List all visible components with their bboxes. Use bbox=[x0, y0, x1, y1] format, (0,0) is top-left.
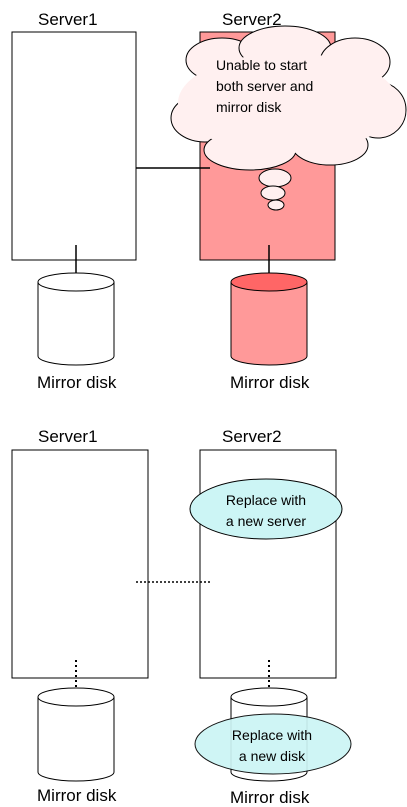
top-server1-mirror-disk-icon bbox=[37, 272, 115, 366]
replace-disk-ellipse bbox=[194, 713, 352, 775]
bottom-server2-disk-label: Mirror disk bbox=[230, 788, 310, 807]
top-server1-box bbox=[11, 31, 137, 261]
thought-bubble-small bbox=[267, 199, 285, 211]
replace-disk-line-1: Replace with bbox=[232, 727, 312, 743]
top-server2-mirror-disk-icon-failed bbox=[230, 272, 308, 366]
cloud-line-1: Unable to start bbox=[216, 57, 307, 73]
bottom-scenario: Server1 Server2 Replace with a new serve… bbox=[11, 427, 352, 807]
bottom-server1-mirror-disk-icon bbox=[37, 687, 115, 782]
top-server2-label: Server2 bbox=[222, 10, 282, 29]
thought-cloud: Unable to start both server and mirror d… bbox=[170, 25, 407, 211]
bottom-server1-label: Server1 bbox=[38, 427, 98, 446]
cloud-line-3: mirror disk bbox=[216, 99, 282, 115]
bottom-server2-label: Server2 bbox=[222, 427, 282, 446]
replace-server-line-2: a new server bbox=[226, 513, 306, 529]
thought-bubble-medium bbox=[260, 185, 286, 201]
replace-disk-line-2: a new disk bbox=[239, 748, 306, 764]
top-server2-disk-label: Mirror disk bbox=[230, 373, 310, 392]
cloud-line-2: both server and bbox=[216, 78, 313, 94]
replace-server-ellipse bbox=[189, 478, 343, 540]
top-server1-disk-label: Mirror disk bbox=[37, 373, 117, 392]
top-scenario: Server1 Server2 Mirror disk Mirror disk bbox=[11, 10, 407, 392]
top-server1-label: Server1 bbox=[38, 10, 98, 29]
thought-bubble-large bbox=[258, 168, 292, 188]
bottom-server1-box bbox=[11, 449, 149, 679]
bottom-server1-disk-label: Mirror disk bbox=[37, 786, 117, 805]
replace-server-line-1: Replace with bbox=[226, 492, 306, 508]
